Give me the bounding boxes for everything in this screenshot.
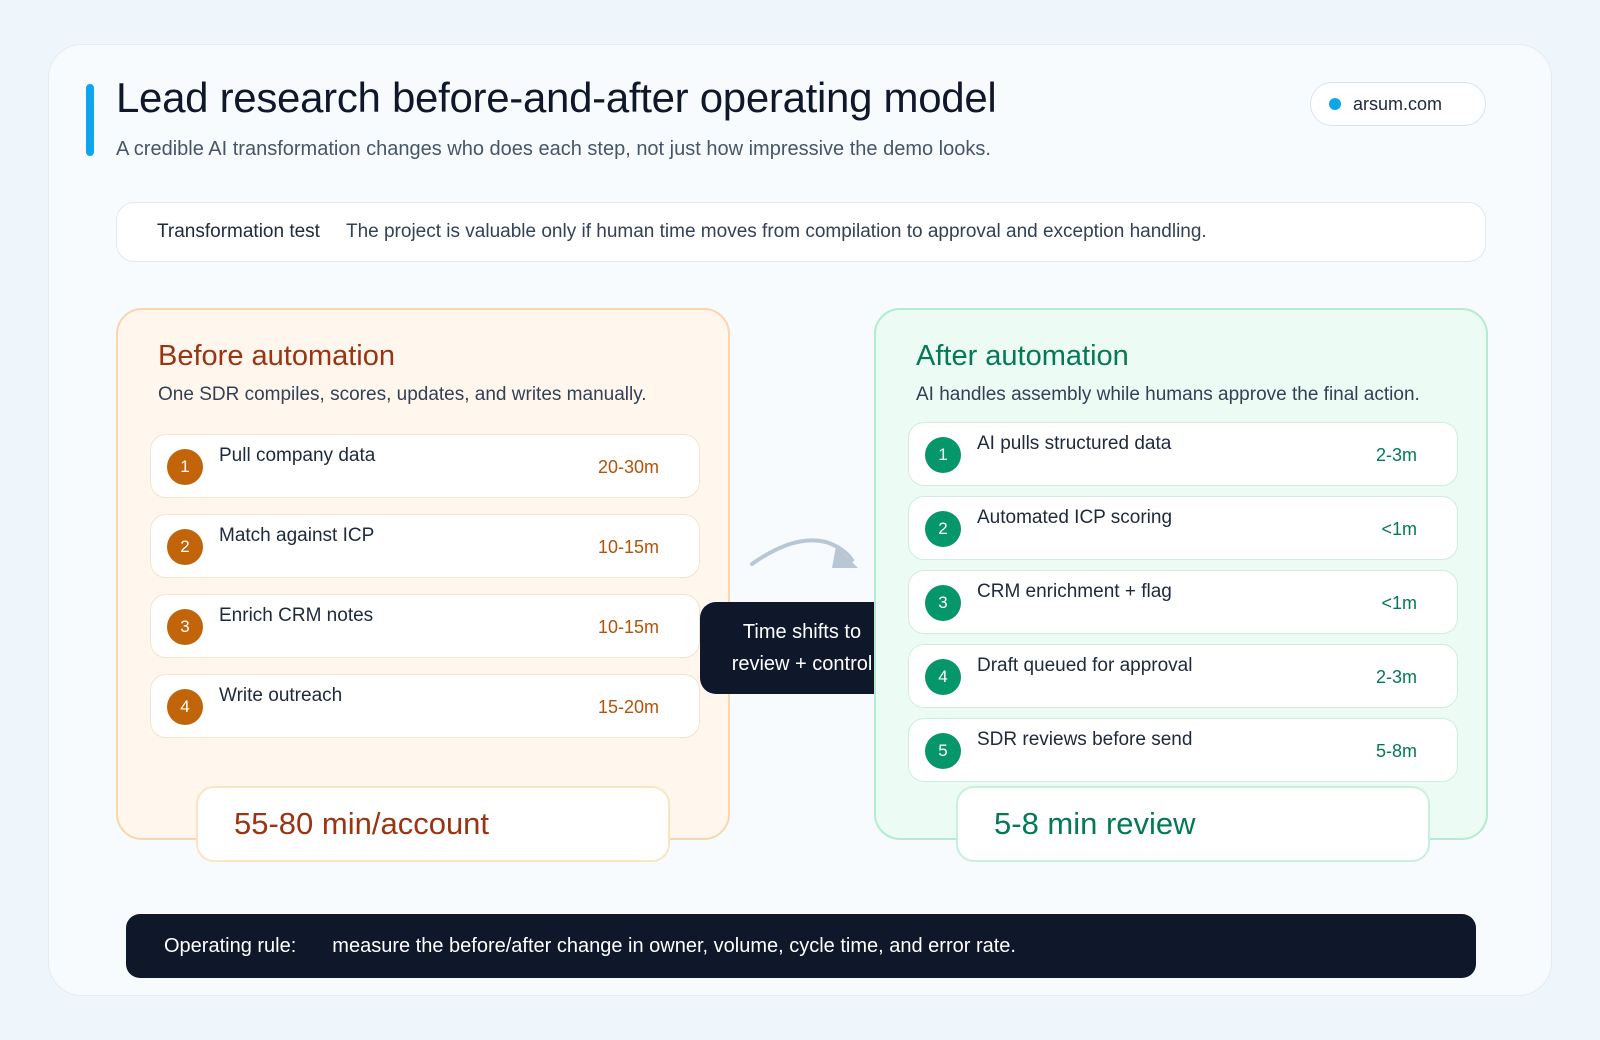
step-label: Match against ICP	[219, 525, 375, 546]
step-number-badge: 4	[167, 689, 203, 725]
before-total-text: 55-80 min/account	[234, 806, 490, 841]
site-badge[interactable]: arsum.com	[1310, 82, 1486, 126]
time-shift-line1: Time shifts to	[742, 621, 862, 643]
after-step: 2 Automated ICP scoring <1m	[908, 496, 1458, 560]
transformation-test-text: The project is valuable only if human ti…	[345, 221, 1207, 242]
status-dot-icon	[1329, 98, 1341, 110]
title-accent-bar	[86, 84, 94, 156]
after-panel-subtitle: AI handles assembly while humans approve…	[916, 384, 1420, 405]
step-number-badge: 2	[167, 529, 203, 565]
step-time: 15-20m	[597, 697, 659, 717]
step-label: SDR reviews before send	[977, 729, 1193, 750]
step-number-badge: 3	[167, 609, 203, 645]
step-number-badge: 4	[925, 659, 961, 695]
after-total-text: 5-8 min review	[994, 806, 1196, 841]
step-number-badge: 1	[167, 449, 203, 485]
step-label: AI pulls structured data	[977, 433, 1172, 454]
before-panel: Before automation One SDR compiles, scor…	[116, 308, 730, 840]
before-total-box: 55-80 min/account	[196, 786, 670, 862]
transformation-test-label: Transformation test	[157, 221, 320, 242]
after-step: 3 CRM enrichment + flag <1m	[908, 570, 1458, 634]
after-step: 5 SDR reviews before send 5-8m	[908, 718, 1458, 782]
operating-rule-label: Operating rule:	[164, 934, 297, 957]
after-total-box: 5-8 min review	[956, 786, 1430, 862]
step-label: Pull company data	[219, 445, 376, 466]
time-shift-callout: Time shifts to review + control	[700, 602, 904, 694]
step-time: <1m	[1381, 593, 1417, 613]
after-step: 1 AI pulls structured data 2-3m	[908, 422, 1458, 486]
time-shift-line2: review + control	[731, 653, 873, 675]
before-step: 3 Enrich CRM notes 10-15m	[150, 594, 700, 658]
step-label: Write outreach	[219, 685, 343, 706]
step-label: Automated ICP scoring	[977, 507, 1173, 528]
after-panel: After automation AI handles assembly whi…	[874, 308, 1488, 840]
before-step: 4 Write outreach 15-20m	[150, 674, 700, 738]
before-panel-subtitle: One SDR compiles, scores, updates, and w…	[158, 384, 647, 405]
before-step: 1 Pull company data 20-30m	[150, 434, 700, 498]
step-time: 20-30m	[597, 457, 659, 477]
step-time: 5-8m	[1375, 741, 1417, 761]
step-number-badge: 3	[925, 585, 961, 621]
step-time: 2-3m	[1375, 667, 1417, 687]
after-panel-title: After automation	[916, 340, 1129, 372]
page-title: Lead research before-and-after operating…	[116, 74, 997, 121]
step-time: 10-15m	[597, 537, 659, 557]
step-number-badge: 2	[925, 511, 961, 547]
before-panel-title: Before automation	[158, 340, 395, 372]
transformation-test-box: Transformation test The project is valua…	[116, 202, 1486, 262]
page-subtitle: A credible AI transformation changes who…	[116, 138, 991, 160]
after-step: 4 Draft queued for approval 2-3m	[908, 644, 1458, 708]
step-label: Enrich CRM notes	[219, 605, 374, 626]
step-number-badge: 1	[925, 437, 961, 473]
step-label: Draft queued for approval	[977, 655, 1193, 676]
curved-arrow-icon	[750, 538, 858, 568]
step-time: 2-3m	[1375, 445, 1417, 465]
step-time: 10-15m	[597, 617, 659, 637]
site-badge-text: arsum.com	[1353, 93, 1443, 114]
step-time: <1m	[1381, 519, 1417, 539]
operating-rule-bar: Operating rule: measure the before/after…	[126, 914, 1476, 978]
operating-rule-text: measure the before/after change in owner…	[332, 934, 1016, 957]
before-step: 2 Match against ICP 10-15m	[150, 514, 700, 578]
step-label: CRM enrichment + flag	[977, 581, 1172, 602]
step-number-badge: 5	[925, 733, 961, 769]
